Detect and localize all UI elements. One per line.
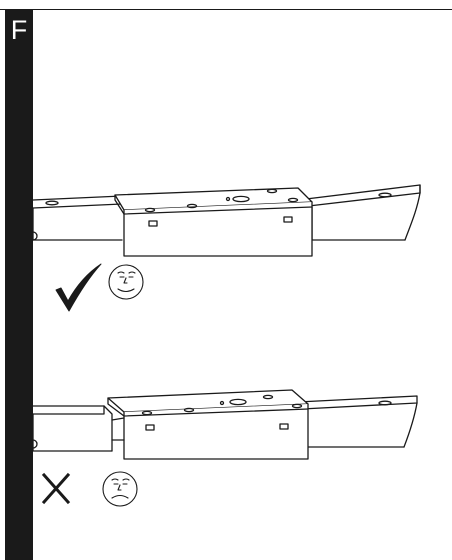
left-rail xyxy=(32,195,123,241)
happy-face-icon xyxy=(108,264,144,300)
correct-assembly-drawing xyxy=(32,184,421,312)
right-rail xyxy=(297,395,418,448)
connector-box xyxy=(114,187,313,257)
right-rail xyxy=(297,184,421,241)
incorrect-assembly-drawing xyxy=(32,389,418,507)
top-rule xyxy=(0,9,452,10)
step-sidebar xyxy=(5,10,33,560)
check-mark-icon xyxy=(55,263,102,312)
sad-face-icon xyxy=(102,471,138,507)
step-letter: F xyxy=(10,15,28,45)
left-rail xyxy=(32,405,113,452)
connector-box xyxy=(107,389,309,460)
cross-mark-icon xyxy=(41,472,71,505)
